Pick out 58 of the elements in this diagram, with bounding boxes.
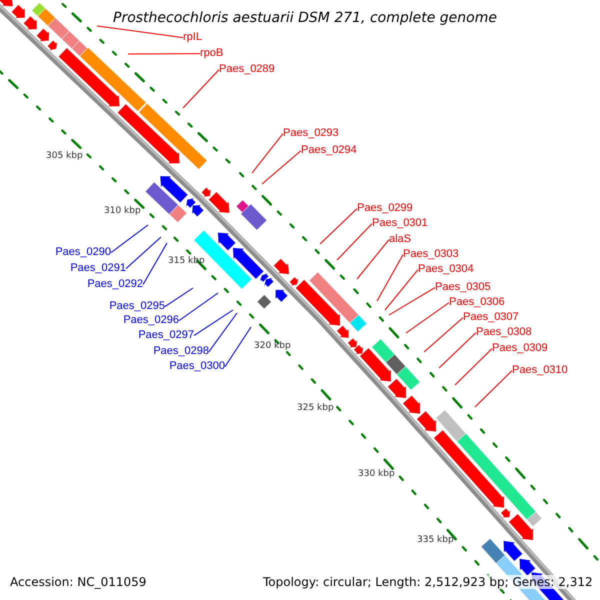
gene-label: Paes_0309: [492, 342, 548, 354]
scale-label: 325 kbp: [297, 403, 334, 413]
gene-label: Paes_0290: [55, 246, 111, 258]
leader-line: [126, 236, 162, 270]
gene-label: Paes_0294: [301, 144, 357, 156]
leader-line: [320, 208, 358, 244]
leader-line: [110, 224, 148, 254]
scale-label: 305 kbp: [46, 151, 83, 161]
gene-label: Paes_0308: [476, 326, 532, 338]
gene-label: Paes_0299: [357, 202, 413, 214]
leader-line: [96, 26, 184, 38]
gene-label: Paes_0296: [123, 314, 179, 326]
gene-label: rpIL: [183, 31, 202, 43]
gene-label: Paes_0307: [463, 311, 519, 323]
gene-label: Paes_0298: [153, 345, 209, 357]
leader-line: [424, 317, 464, 352]
leader-line: [438, 332, 476, 368]
leader-line: [182, 69, 220, 108]
leader-line: [376, 254, 404, 302]
scale-label: 335 kbp: [417, 535, 454, 545]
gene-label: Paes_0297: [138, 329, 194, 341]
scale-label: 310 kbp: [104, 206, 141, 216]
leader-line: [384, 269, 418, 310]
gene-label: Paes_0295: [109, 300, 165, 312]
scale-label: 315 kbp: [168, 256, 205, 266]
leader-line: [178, 292, 218, 322]
gene-label: Paes_0292: [87, 278, 143, 290]
gene-label: Paes_0300: [169, 360, 225, 372]
leader-line: [164, 288, 194, 308]
leader-line: [262, 150, 302, 184]
gene-label: Paes_0310: [512, 364, 568, 376]
leader-line: [388, 287, 436, 316]
leader-line: [454, 348, 492, 386]
footer-text: Topology: circular; Length: 2,512,923 bp; Genes: 2,312: [263, 575, 593, 589]
gene-label: Paes_0305: [435, 281, 491, 293]
gene-label: rpoB: [200, 47, 224, 59]
gene-label: Paes_0303: [403, 248, 459, 260]
leader-line: [474, 370, 512, 408]
gene-label: Paes_0304: [418, 263, 474, 275]
footer-text: Accession: NC_011059: [10, 575, 146, 589]
leader-line: [356, 239, 390, 280]
gene-label: Paes_0306: [449, 296, 505, 308]
scale-label: 320 kbp: [254, 341, 291, 351]
leader-line: [208, 312, 238, 352]
leader-line: [406, 302, 450, 334]
leader-line: [194, 310, 234, 336]
leader-line: [142, 242, 168, 286]
leader-line: [224, 326, 252, 368]
gene-label: Paes_0289: [219, 63, 275, 75]
gene-label: Paes_0293: [283, 127, 339, 139]
leader-line: [252, 133, 284, 174]
gene-label: Paes_0301: [372, 217, 428, 229]
gene-label: Paes_0291: [70, 262, 126, 274]
leader-line: [336, 223, 372, 260]
leader-line: [128, 53, 200, 54]
gene-label: alaS: [389, 233, 412, 245]
title: Prosthecochloris aestuarii DSM 271, complete genome: [113, 10, 497, 26]
scale-label: 330 kbp: [358, 469, 395, 479]
